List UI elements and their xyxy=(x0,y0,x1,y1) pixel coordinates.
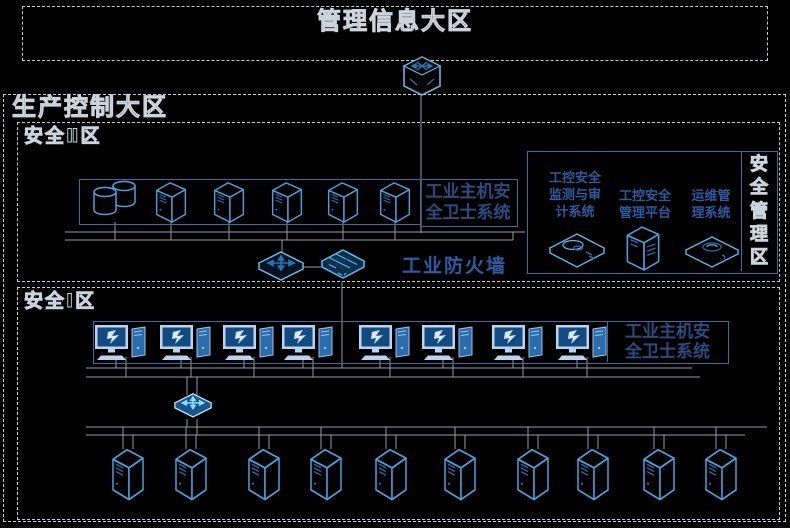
control-server-tower-icon xyxy=(440,446,480,502)
zone-management-info xyxy=(22,6,768,61)
workstation-icon xyxy=(358,324,412,362)
workstation-icon xyxy=(94,324,148,362)
workstation-icon xyxy=(555,324,609,362)
firewall-label: 工业防火墙 xyxy=(402,255,508,277)
sec1-workstation-row-box xyxy=(93,321,729,364)
audit-appliance-icon xyxy=(548,233,606,269)
router-icon xyxy=(399,56,445,96)
database-icon xyxy=(90,178,140,224)
switch-icon xyxy=(257,251,305,285)
workstation-icon xyxy=(159,324,213,362)
workstation-icon xyxy=(421,324,475,362)
zone-security-2-title: 安全Ⅱ区 xyxy=(24,125,102,147)
control-server-tower-icon xyxy=(244,446,284,502)
zone-security-1-title: 安全Ⅰ区 xyxy=(24,290,97,312)
switch-icon-2 xyxy=(172,393,214,421)
mgmt-platform-label: 工控安全 管理平台 xyxy=(618,189,671,221)
workstation-icon xyxy=(222,324,276,362)
server-tower-icon xyxy=(267,180,307,224)
control-server-tower-icon xyxy=(108,446,148,502)
server-tower-icon xyxy=(209,180,249,224)
control-server-tower-icon xyxy=(306,446,346,502)
ops-appliance-icon xyxy=(684,236,740,268)
workstation-icon xyxy=(491,324,545,362)
control-server-tower-icon xyxy=(371,446,411,502)
ops-system-label: 运维管 理系统 xyxy=(691,189,731,221)
server-tower-icon xyxy=(375,180,415,224)
mgmt-platform-server-icon xyxy=(621,224,665,272)
zone-security-1 xyxy=(17,287,780,520)
server-tower-icon xyxy=(323,180,363,224)
control-server-tower-icon xyxy=(573,446,613,502)
host-guard-label-divider xyxy=(607,322,608,362)
security-management-area-title-strip: 安 全 管 理 区 xyxy=(741,152,776,271)
security-management-area-box xyxy=(527,151,778,274)
host-guard-label-upper: 工业主机安 全卫士系统 xyxy=(425,182,511,223)
workstation-icon xyxy=(281,324,335,362)
zone-production-control xyxy=(3,94,786,522)
zone-security-2 xyxy=(17,122,780,282)
control-server-tower-icon xyxy=(171,446,211,502)
control-server-tower-icon xyxy=(513,446,553,502)
control-server-tower-icon xyxy=(701,446,741,502)
firewall-icon xyxy=(320,249,366,285)
zone-management-info-title: 管理信息大区 xyxy=(317,7,473,35)
control-server-tower-icon xyxy=(639,446,679,502)
host-guard-label-lower: 工业主机安 全卫士系统 xyxy=(625,322,710,362)
audit-system-label: 工控安全 监测与审 计系统 xyxy=(548,171,601,220)
zone-production-control-title: 生产控制大区 xyxy=(12,93,168,121)
server-tower-icon xyxy=(151,180,191,224)
